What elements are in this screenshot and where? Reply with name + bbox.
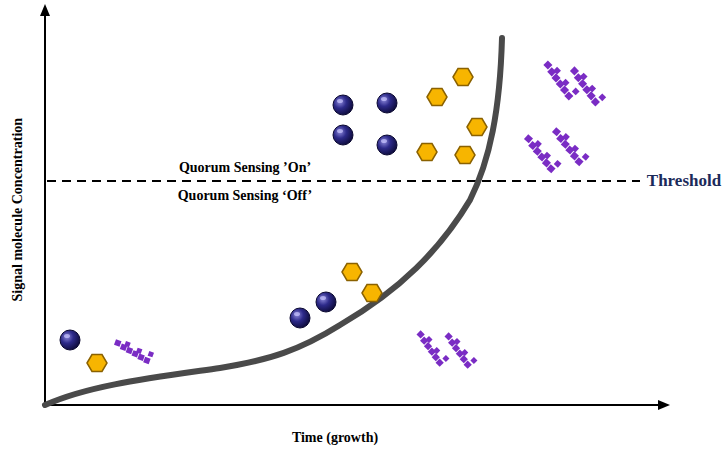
signal-molecule <box>87 355 107 372</box>
bacterium <box>316 292 336 312</box>
signal-molecule <box>467 119 487 136</box>
bacterium <box>333 95 353 115</box>
signal-chain <box>544 126 595 168</box>
signal-chain <box>436 332 483 372</box>
bacterium <box>333 125 353 145</box>
y-axis-head <box>40 4 50 16</box>
threshold-line <box>47 180 640 182</box>
growth-curve <box>45 38 502 405</box>
bacterium <box>377 93 397 113</box>
signal-molecule <box>453 69 473 86</box>
state-label: Quorum Sensing ’On’ <box>179 160 311 175</box>
x-axis-head <box>658 400 670 410</box>
x-axis-title: Time (growth) <box>292 430 378 445</box>
state-label: Quorum Sensing ‘Off’ <box>178 188 313 203</box>
signal-molecule <box>417 144 437 161</box>
signal-chain <box>114 339 154 364</box>
signal-molecule <box>362 285 382 302</box>
signal-molecule <box>455 147 475 164</box>
y-axis <box>44 14 46 405</box>
bacterium <box>377 135 397 155</box>
signal-molecule <box>427 89 447 106</box>
signal-molecule <box>342 264 362 281</box>
bacterium <box>290 308 310 328</box>
bacterium <box>60 330 80 350</box>
y-axis-title: Signal molecule Concentration <box>10 118 25 302</box>
threshold-label: Threshold <box>647 172 721 191</box>
signal-chain <box>561 65 613 109</box>
x-axis <box>45 404 660 406</box>
